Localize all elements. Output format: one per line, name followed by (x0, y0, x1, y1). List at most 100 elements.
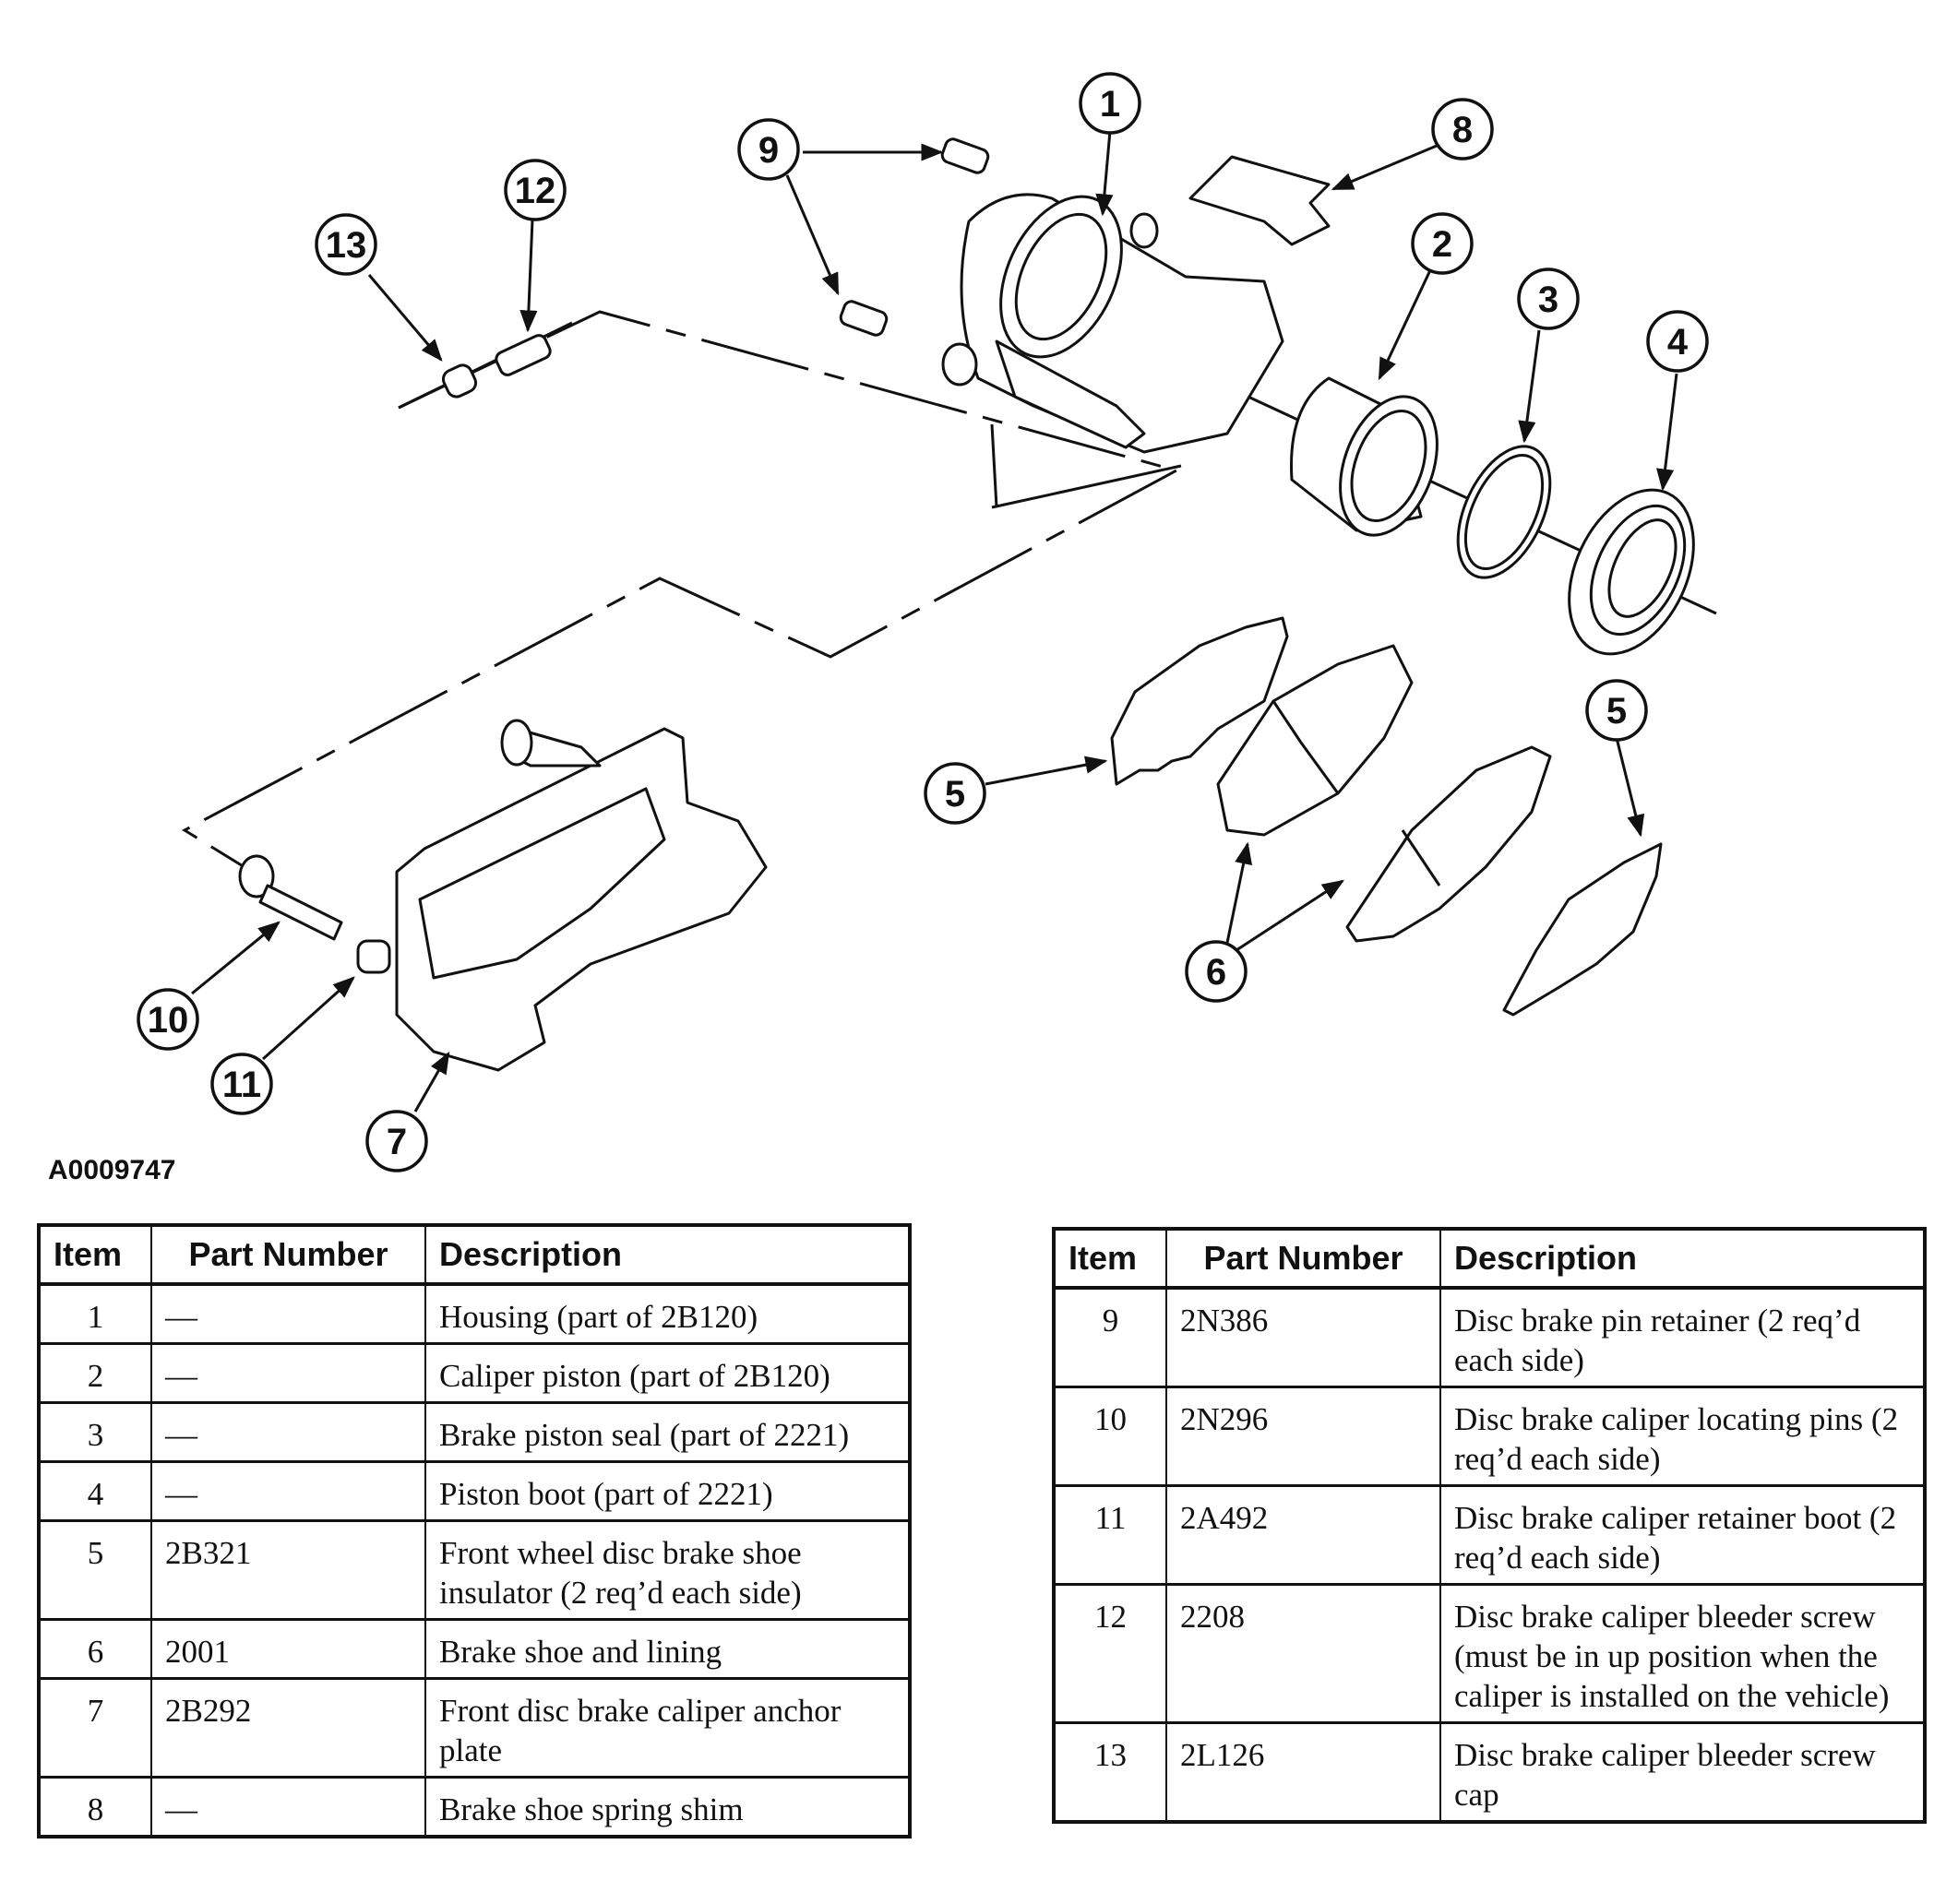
callout-5-right: 5 (1585, 679, 1648, 742)
callout-8-label: 8 (1452, 110, 1473, 150)
assembly-path-line (181, 310, 1181, 869)
caliper-anchor-plate (395, 719, 768, 1072)
parts-table-left: Item Part Number Description 1—Housing (… (37, 1223, 912, 1839)
header-item: Item (1053, 1228, 1167, 1290)
callout-5-right-label: 5 (1606, 691, 1627, 732)
shoe-insulator-left (1110, 616, 1289, 786)
callout-1: 1 (1079, 72, 1141, 135)
header-description: Description (1439, 1228, 1926, 1290)
caliper-piston (1290, 376, 1439, 537)
item-cell: 3 (38, 1401, 152, 1463)
header-part-number: Part Number (150, 1224, 426, 1286)
callout-6-label: 6 (1206, 952, 1226, 993)
caliper-mount-line-2 (991, 464, 1182, 509)
callout-3: 3 (1517, 268, 1580, 330)
callout-4: 4 (1646, 310, 1709, 373)
shoe-insulator-right (1502, 842, 1663, 1017)
description-cell: Disc brake caliper retainer boot (2 req’… (1439, 1484, 1926, 1586)
brake-piston-seal-inner (1463, 453, 1545, 571)
piston-boot (1568, 488, 1695, 656)
table-row: 2—Caliper piston (part of 2B120) (38, 1342, 911, 1404)
bleeder-screw (495, 334, 552, 376)
callout-7-label: 7 (387, 1122, 407, 1162)
caliper-retainer-boot (356, 939, 391, 974)
bleeder-axis-line (398, 321, 573, 410)
callout-7: 7 (365, 1110, 428, 1172)
table-row: 1—Housing (part of 2B120) (38, 1282, 911, 1345)
callout-9: 9 (737, 118, 800, 181)
callout-5-left: 5 (924, 762, 986, 825)
callout-9-label: 9 (758, 130, 779, 171)
description-cell: Front wheel disc brake shoe insulator (2… (424, 1519, 911, 1621)
bleeder-screw-cap (441, 363, 478, 399)
part-number-cell: 2N386 (1165, 1286, 1441, 1388)
callout-5-left-label: 5 (945, 774, 965, 815)
item-cell: 9 (1053, 1286, 1167, 1388)
header-description: Description (424, 1224, 911, 1286)
part-number-cell: 2B321 (150, 1519, 426, 1621)
description-cell: Disc brake caliper bleeder screw cap (1439, 1721, 1926, 1823)
description-cell: Brake shoe spring shim (424, 1776, 911, 1838)
leader-arrows (191, 130, 1678, 1113)
item-cell: 7 (38, 1677, 152, 1779)
callout-13: 13 (315, 213, 377, 276)
item-cell: 1 (38, 1282, 152, 1345)
item-cell: 8 (38, 1776, 152, 1838)
callout-11: 11 (210, 1053, 273, 1115)
callout-11-label: 11 (222, 1065, 261, 1105)
caliper-locating-pin (238, 854, 343, 941)
description-cell: Housing (part of 2B120) (424, 1282, 911, 1345)
part-number-cell: — (150, 1401, 426, 1463)
callout-10-label: 10 (148, 1000, 189, 1041)
callout-10: 10 (137, 988, 199, 1051)
item-cell: 6 (38, 1618, 152, 1680)
part-number-cell: — (150, 1460, 426, 1522)
item-cell: 12 (1053, 1583, 1167, 1724)
part-number-cell: 2208 (1165, 1583, 1441, 1724)
part-number-cell: 2B292 (150, 1677, 426, 1779)
description-cell: Brake piston seal (part of 2221) (424, 1401, 911, 1463)
part-number-cell: 2001 (150, 1618, 426, 1680)
caliper-mount-line (990, 423, 998, 508)
callout-1-label: 1 (1100, 84, 1120, 125)
description-cell: Piston boot (part of 2221) (424, 1460, 911, 1522)
part-number-cell: — (150, 1282, 426, 1345)
table-header-row: Item Part Number Description (38, 1224, 911, 1286)
callout-8: 8 (1431, 98, 1494, 161)
callout-6: 6 (1185, 940, 1248, 1003)
item-cell: 10 (1053, 1386, 1167, 1487)
callout-13-label: 13 (326, 225, 367, 266)
callout-2-label: 2 (1432, 224, 1452, 265)
header-part-number: Part Number (1165, 1228, 1441, 1290)
part-number-cell: 2A492 (1165, 1484, 1441, 1586)
table-row: 3—Brake piston seal (part of 2221) (38, 1401, 911, 1463)
callout-3-label: 3 (1538, 280, 1558, 320)
item-cell: 4 (38, 1460, 152, 1522)
part-number-cell: 2L126 (1165, 1721, 1441, 1823)
figure-id: A0009747 (48, 1155, 176, 1185)
callout-2: 2 (1411, 212, 1474, 275)
part-number-cell: 2N296 (1165, 1386, 1441, 1487)
item-cell: 13 (1053, 1721, 1167, 1823)
exploded-diagram: 1 2 3 4 5 5 6 7 8 9 10 11 12 13 (137, 72, 1717, 1172)
table-row: 4—Piston boot (part of 2221) (38, 1460, 911, 1522)
part-number-cell: — (150, 1342, 426, 1404)
description-cell: Disc brake caliper locating pins (2 req’… (1439, 1386, 1926, 1487)
callout-12: 12 (504, 159, 567, 221)
table-row: 8—Brake shoe spring shim (38, 1776, 911, 1838)
brake-shoe-spring-shim (1188, 155, 1331, 246)
brake-shoes (1216, 644, 1552, 943)
callout-12-label: 12 (515, 171, 556, 211)
header-item: Item (38, 1224, 152, 1286)
part-number-cell: — (150, 1776, 426, 1838)
description-cell: Caliper piston (part of 2B120) (424, 1342, 911, 1404)
pin-retainers (839, 137, 990, 337)
